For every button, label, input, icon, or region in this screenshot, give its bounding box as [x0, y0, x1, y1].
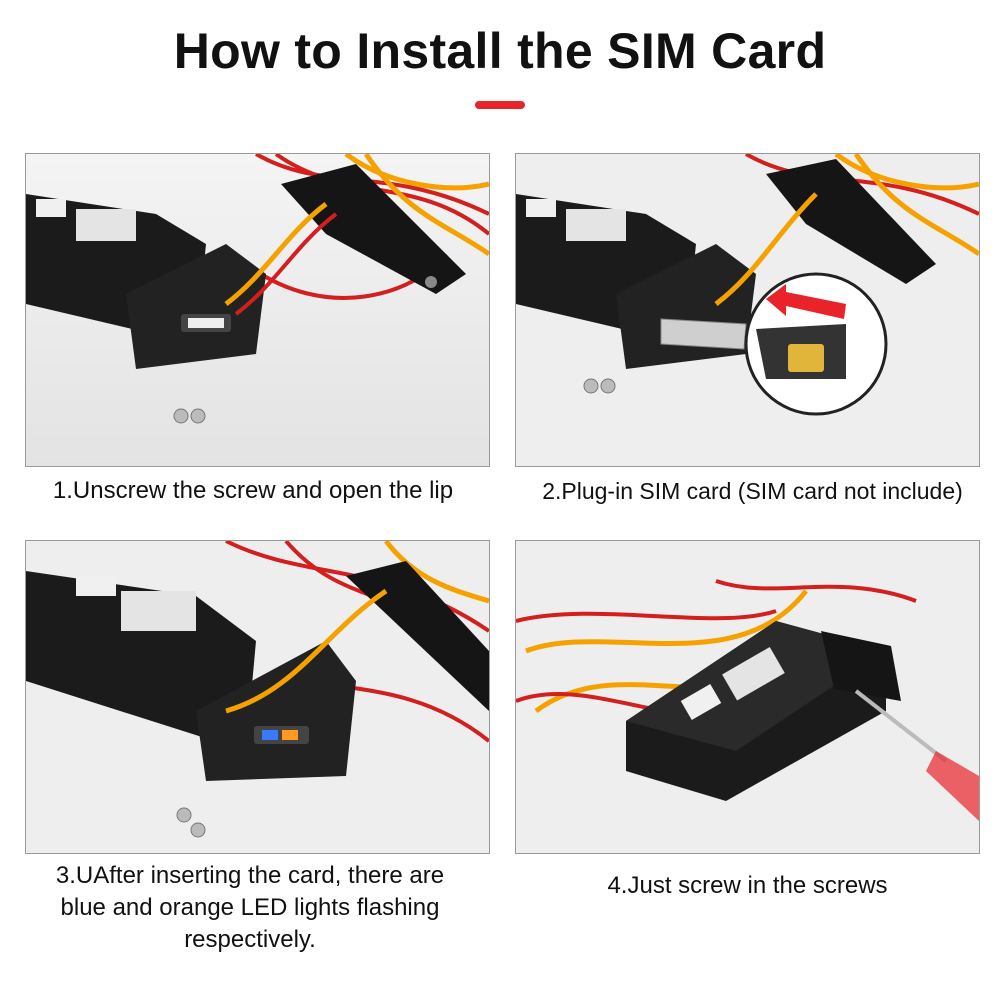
step-3-caption-line-2: blue and orange LED lights flashing — [60, 894, 440, 921]
sim-chip — [788, 344, 824, 372]
step-1-caption: 1.Unscrew the screw and open the lip — [52, 477, 454, 504]
page-title: How to Install the SIM Card — [173, 23, 827, 79]
screwdriver-handle — [926, 751, 979, 821]
step-4-image — [515, 540, 980, 854]
sim-card — [660, 318, 747, 350]
arrow-icon — [766, 284, 786, 316]
step-3-caption-line-3: respectively. — [184, 926, 316, 953]
sim-label-sticker — [36, 199, 66, 217]
step-2-image — [515, 153, 980, 467]
blue-led — [262, 730, 278, 740]
step-3-image — [25, 540, 490, 854]
step-2-caption: 2.Plug-in SIM card (SIM card not include… — [542, 478, 963, 504]
step-3-caption-line-1: 3.UAfter inserting the card, there are — [55, 862, 445, 889]
step-3-caption: 3.UAfter inserting the card, there are b… — [20, 860, 480, 956]
step-1-image — [25, 153, 490, 467]
title-underline — [475, 101, 525, 109]
orange-led — [282, 730, 298, 740]
step-4-caption: 4.Just screw in the screws — [607, 872, 888, 899]
